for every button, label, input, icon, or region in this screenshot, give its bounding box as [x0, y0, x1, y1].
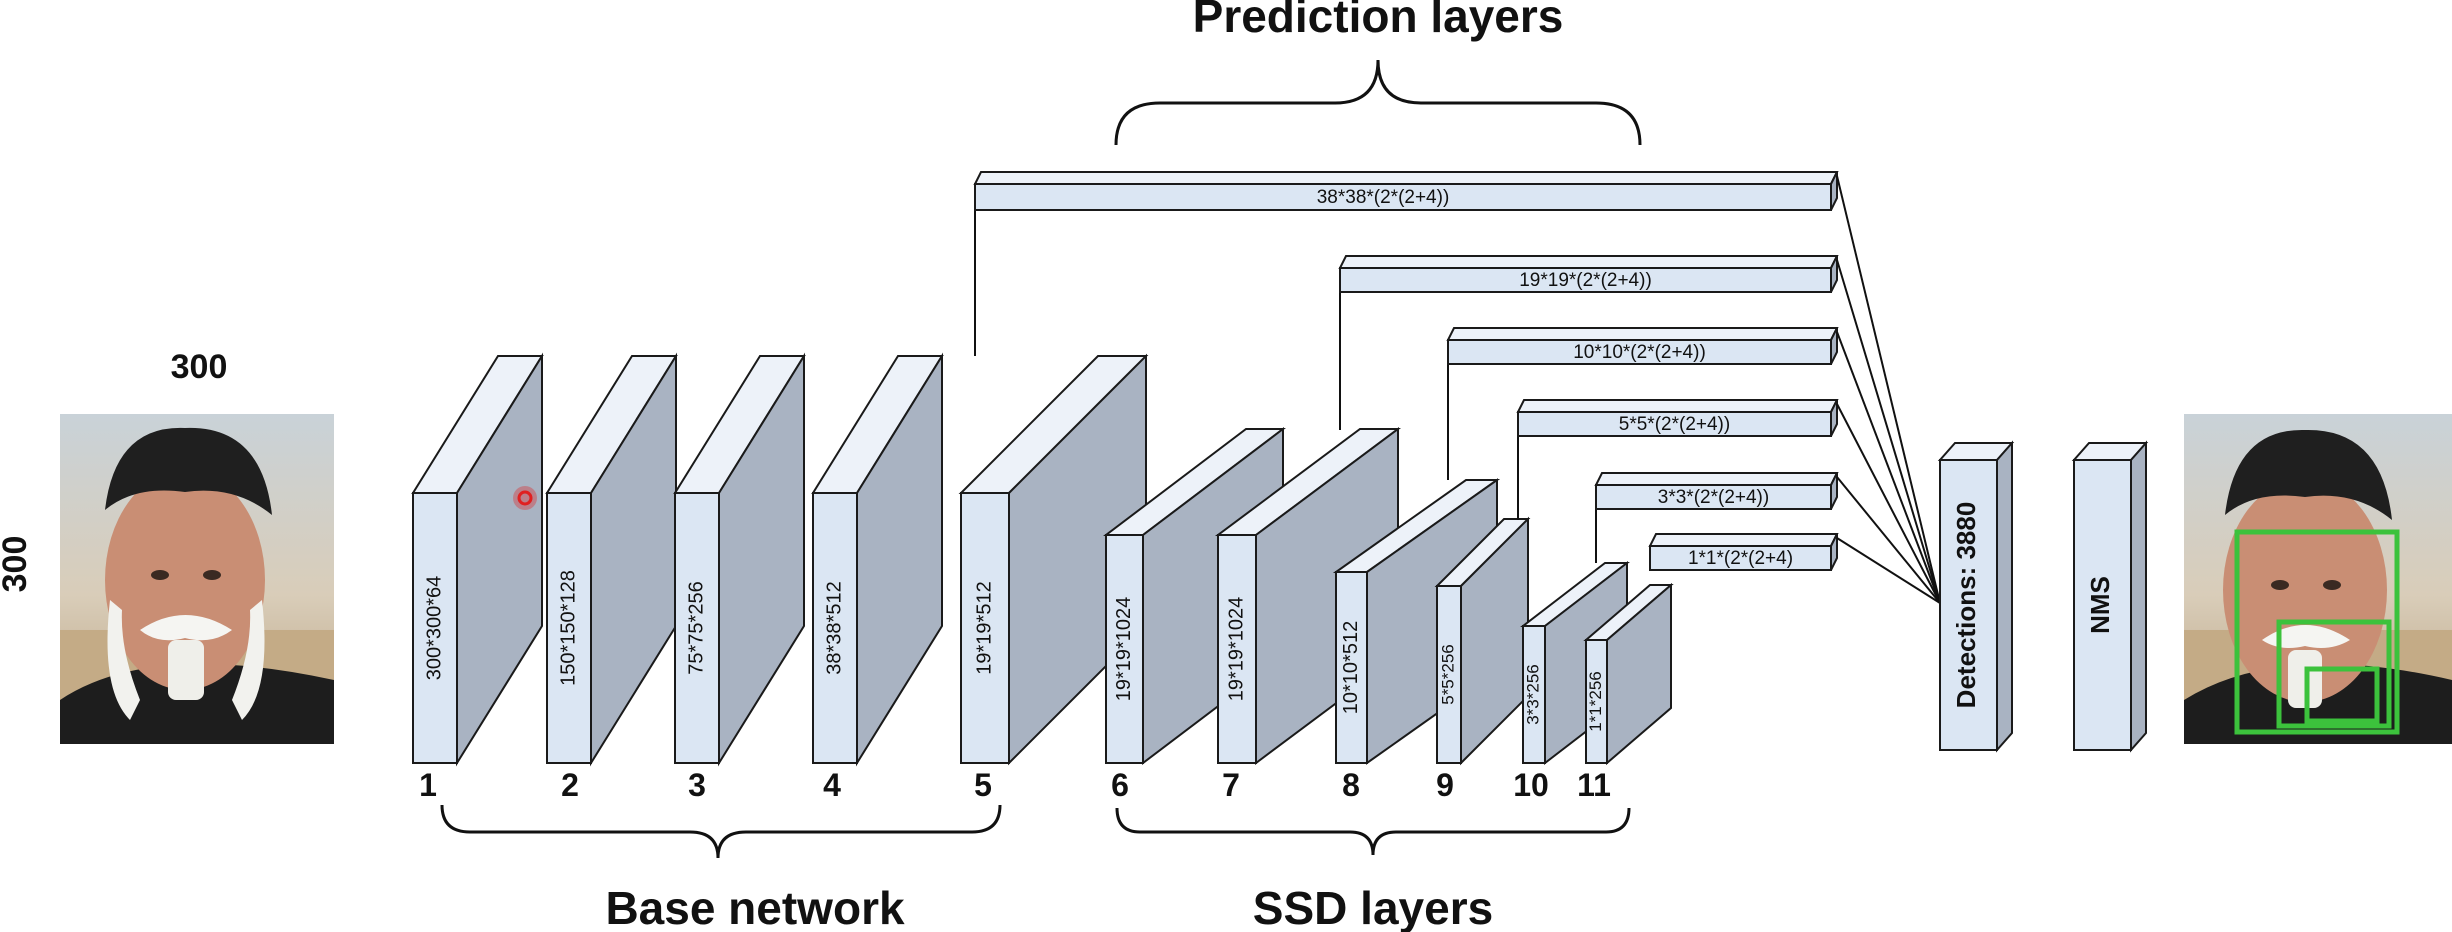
prediction-bar-3: 10*10*(2*(2+4)): [1446, 327, 1941, 604]
bar-top-face: [1594, 472, 1839, 486]
layer-dims-label: 19*19*512: [973, 581, 995, 674]
bar-front-face: [1339, 267, 1832, 293]
prediction-bars: 38*38*(2*(2+4)) 19*19*(2*(2+4)) 10*10*(2*(…: [973, 171, 1941, 604]
nms-block: NMS: [2071, 440, 2149, 753]
detection-box-large: [2234, 529, 2400, 735]
layer-number-label: 6: [1111, 767, 1129, 803]
layer-block-5: 19*19*512 5: [958, 353, 1149, 803]
layer-blocks: 300*300*64 1 150*150*128 2 75*75*256 3 38*38*5…: [411, 352, 1674, 803]
mouse-cursor-marker: [513, 486, 537, 510]
bar-front-face: [1517, 411, 1832, 437]
layer-block-9: 5*5*256 9: [1434, 516, 1531, 803]
prediction-bar-label: 38*38*(2*(2+4)): [1317, 187, 1450, 208]
layer-number-label: 10: [1513, 767, 1549, 803]
ssd-layers-brace: [1115, 807, 1631, 856]
layer-number-label: 3: [688, 767, 706, 803]
layer-dims-label: 10*10*512: [1340, 621, 1362, 714]
block-front-face: [674, 492, 720, 764]
to-detections-line: [1836, 537, 1941, 604]
bar-top-face: [1648, 533, 1839, 547]
layer-dims-label: 38*38*512: [823, 581, 845, 674]
layer-number-label: 7: [1222, 767, 1240, 803]
prediction-bar-2: 19*19*(2*(2+4)): [1338, 255, 1941, 604]
block-front-face: [1105, 534, 1144, 764]
input-height-label: 300: [0, 536, 34, 593]
input-face-image: [60, 414, 334, 744]
layer-dims-label: 1*1*256: [1586, 671, 1605, 732]
layer-block-1: 300*300*64 1: [411, 352, 544, 803]
bar-top-face: [1446, 327, 1839, 341]
prediction-bar-label: 10*10*(2*(2+4)): [1573, 342, 1706, 363]
block-front-face: [1585, 639, 1608, 764]
base-network-title: Base network: [605, 882, 905, 932]
detections-label: Detections: 3880: [1951, 502, 1981, 709]
layer-dims-label: 19*19*1024: [1225, 597, 1247, 702]
layer-dims-label: 5*5*256: [1438, 644, 1457, 705]
block-front-face: [1217, 534, 1257, 764]
output-face-image: [2184, 414, 2452, 744]
layer-dims-label: 3*3*256: [1523, 664, 1542, 725]
to-detections-line: [1836, 403, 1941, 604]
bar-top-face: [1516, 399, 1839, 413]
to-detections-line: [1836, 259, 1941, 604]
prediction-bar-4: 5*5*(2*(2+4)): [1516, 399, 1941, 604]
layer-block-4: 38*38*512 4: [811, 352, 944, 803]
prediction-layers-brace: [1114, 59, 1642, 146]
to-detections-line: [1836, 331, 1941, 604]
base-network-brace: [440, 804, 1002, 859]
block-front-face: [412, 492, 458, 764]
bar-front-face: [1447, 339, 1832, 365]
layer-number-label: 4: [823, 767, 841, 803]
layer-number-label: 8: [1342, 767, 1360, 803]
layer-number-label: 5: [974, 767, 992, 803]
layer-number-label: 11: [1577, 767, 1611, 803]
layer-dims-label: 300*300*64: [423, 576, 445, 681]
bar-front-face: [974, 183, 1832, 211]
prediction-bar-6: 1*1*(2*(2+4): [1648, 533, 1941, 604]
block-front-face: [1335, 571, 1368, 764]
prediction-bar-label: 3*3*(2*(2+4)): [1658, 487, 1769, 508]
layer-dims-label: 19*19*1024: [1113, 597, 1135, 702]
layer-block-11: 1*1*256 11: [1577, 582, 1674, 803]
block-front-face: [960, 492, 1010, 764]
layer-dims-label: 75*75*256: [685, 581, 707, 674]
nms-label: NMS: [2085, 576, 2115, 634]
layer-number-label: 1: [419, 767, 437, 803]
layer-block-2: 150*150*128 2: [545, 352, 678, 803]
bar-top-face: [973, 171, 1839, 185]
bar-front-face: [1649, 545, 1832, 571]
layer-dims-label: 150*150*128: [557, 570, 579, 686]
bar-front-face: [1595, 484, 1832, 510]
block-front-face: [1522, 625, 1546, 764]
to-detections-line: [1836, 476, 1941, 604]
prediction-layers-title: Prediction layers: [1193, 0, 1564, 42]
input-width-label: 300: [171, 348, 228, 386]
detections-block: Detections: 3880: [1937, 440, 2015, 753]
detection-box-small: [2304, 666, 2380, 724]
block-front-face: [1436, 585, 1462, 764]
to-detections-line: [1836, 175, 1941, 604]
layer-number-label: 2: [561, 767, 579, 803]
block-front-face: [812, 492, 858, 764]
prediction-bar-label: 5*5*(2*(2+4)): [1619, 414, 1730, 435]
prediction-bar-5: 3*3*(2*(2+4)): [1594, 472, 1941, 604]
layer-block-3: 75*75*256 3: [673, 352, 806, 803]
block-front-face: [546, 492, 592, 764]
ssd-layers-title: SSD layers: [1253, 882, 1493, 932]
layer-number-label: 9: [1436, 767, 1454, 803]
prediction-bar-1: 38*38*(2*(2+4)): [973, 171, 1941, 604]
prediction-bar-label: 19*19*(2*(2+4)): [1519, 270, 1652, 291]
bar-top-face: [1338, 255, 1839, 269]
prediction-bar-label: 1*1*(2*(2+4): [1688, 548, 1793, 569]
detection-box-medium: [2276, 619, 2392, 729]
